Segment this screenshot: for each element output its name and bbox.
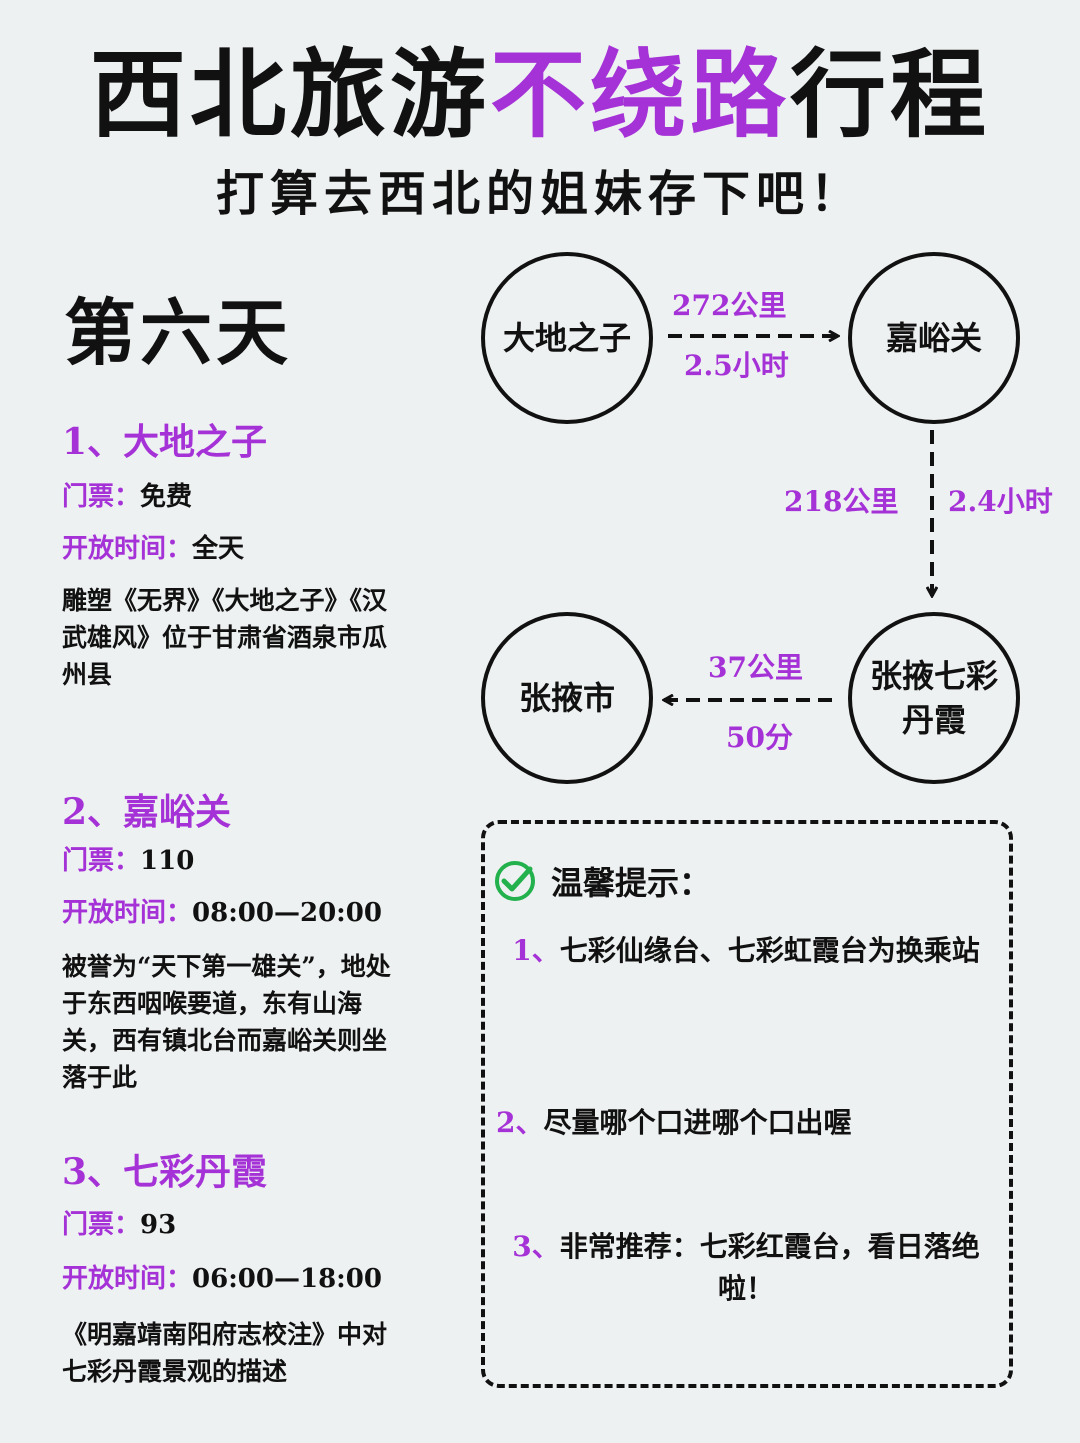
section-1-hours: 开放时间：全天 bbox=[62, 532, 244, 566]
title-part-1: 西北旅游 bbox=[90, 38, 490, 151]
ticket-value: 免费 bbox=[140, 482, 193, 512]
section-2-ticket: 门票：110 bbox=[62, 844, 194, 878]
node-label: 张掖市 bbox=[518, 679, 615, 717]
node-label: 张掖七彩丹霞 bbox=[869, 657, 998, 739]
section-1-ticket: 门票：免费 bbox=[62, 480, 192, 514]
section-2-hours: 开放时间：08:00—20:00 bbox=[62, 896, 382, 930]
section-3-title: 3、七彩丹霞 bbox=[62, 1151, 268, 1193]
tips-box bbox=[481, 820, 1013, 1388]
section-3-hours: 开放时间：06:00—18:00 bbox=[62, 1262, 382, 1296]
hours-value: 全天 bbox=[192, 534, 245, 564]
hours-value: 08:00—20:00 bbox=[192, 898, 382, 928]
tip-1: 1、七彩仙缘台、七彩虹霞台为换乘站 bbox=[496, 930, 996, 972]
edge-2-distance: 218公里 bbox=[784, 485, 899, 518]
edge-3-time: 50分 bbox=[726, 721, 793, 754]
tips-title: 温馨提示： bbox=[551, 864, 712, 902]
section-3-ticket: 门票：93 bbox=[62, 1208, 176, 1242]
page-title: 西北旅游不绕路行程 bbox=[0, 40, 1080, 150]
edge-1-distance: 272公里 bbox=[672, 289, 787, 322]
node-danxia: 张掖七彩丹霞 bbox=[848, 612, 1020, 784]
tip-text: 七彩仙缘台、七彩虹霞台为换乘站 bbox=[559, 934, 980, 967]
node-label: 大地之子 bbox=[502, 319, 631, 357]
tip-number: 3、 bbox=[512, 1230, 560, 1263]
node-jiayuguan: 嘉峪关 bbox=[848, 252, 1020, 424]
edge-1-time: 2.5小时 bbox=[684, 349, 789, 382]
section-3-description: 《明嘉靖南阳府志校注》中对七彩丹霞景观的描述 bbox=[62, 1320, 388, 1386]
section-1-title: 1、大地之子 bbox=[62, 421, 268, 463]
hours-key: 开放时间： bbox=[62, 1264, 193, 1294]
tip-text: 尽量哪个口进哪个口出喔 bbox=[543, 1106, 852, 1139]
hours-value: 06:00—18:00 bbox=[192, 1264, 382, 1294]
section-1-description: 雕塑《无界》《大地之子》《汉武雄风》位于甘肃省酒泉市瓜州县 bbox=[62, 586, 388, 689]
hours-key: 开放时间： bbox=[62, 534, 193, 564]
tip-2: 2、尽量哪个口进哪个口出喔 bbox=[496, 1102, 996, 1144]
ticket-value: 110 bbox=[140, 846, 195, 876]
section-2-description: 被誉为“天下第一雄关”，地处于东西咽喉要道，东有山海关，西有镇北台而嘉峪关则坐落… bbox=[62, 952, 391, 1092]
day-title: 第六天 bbox=[64, 290, 293, 375]
section-2-title: 2、嘉峪关 bbox=[62, 791, 232, 833]
tip-number: 2、 bbox=[496, 1106, 544, 1139]
title-accent: 不绕路 bbox=[490, 38, 790, 151]
ticket-value: 93 bbox=[140, 1210, 177, 1240]
node-label: 嘉峪关 bbox=[885, 319, 982, 357]
ticket-key: 门票： bbox=[62, 846, 141, 876]
tip-3: 3、非常推荐：七彩红霞台，看日落绝啦！ bbox=[506, 1226, 986, 1310]
edge-2-time: 2.4小时 bbox=[948, 485, 1053, 518]
tip-text: 非常推荐：七彩红霞台，看日落绝啦！ bbox=[559, 1230, 980, 1305]
ticket-key: 门票： bbox=[62, 482, 141, 512]
tips-header: 温馨提示： bbox=[493, 858, 711, 904]
title-part-2: 行程 bbox=[790, 38, 990, 151]
edge-3-distance: 37公里 bbox=[708, 651, 803, 684]
tip-number: 1、 bbox=[512, 934, 560, 967]
page-subtitle: 打算去西北的姐妹存下吧！ bbox=[215, 166, 864, 222]
hours-key: 开放时间： bbox=[62, 898, 193, 928]
check-circle-icon bbox=[495, 861, 535, 901]
ticket-key: 门票： bbox=[62, 1210, 141, 1240]
node-earth-son: 大地之子 bbox=[481, 252, 653, 424]
node-zhangye: 张掖市 bbox=[481, 612, 653, 784]
